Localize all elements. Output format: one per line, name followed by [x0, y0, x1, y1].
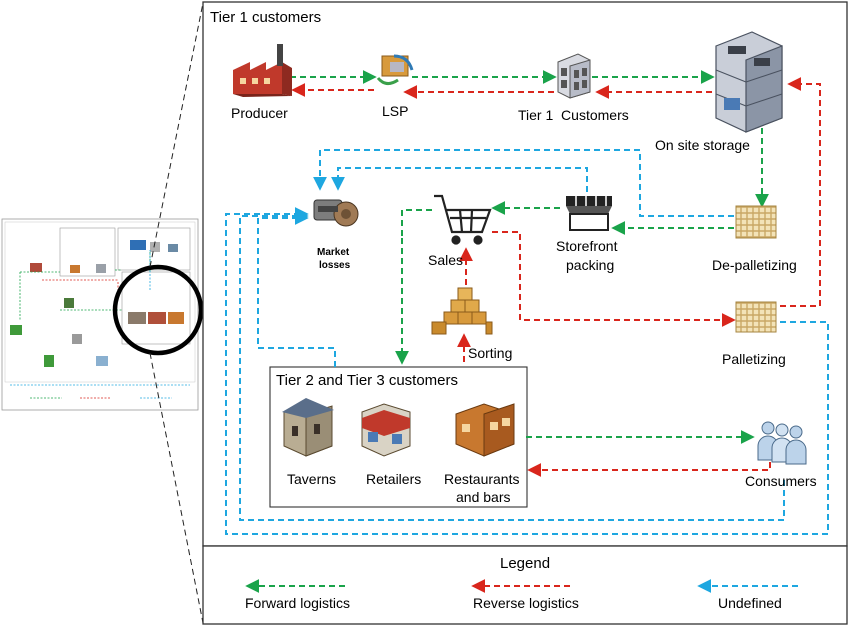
- flow-sales-to-market-losses: [401, 209, 432, 238]
- flow-depalletizing-to-market-losses: [313, 149, 734, 217]
- tier1-title: Tier 1 customers: [210, 9, 321, 26]
- storefront-label-2: packing: [566, 257, 614, 273]
- consumers-label: Consumers: [745, 473, 817, 489]
- market-losses-icon: [313, 199, 359, 227]
- market-losses-label-2: losses: [319, 260, 351, 271]
- flow-tier23-to-market-losses: [257, 211, 336, 367]
- legend-reverse-label: Reverse logistics: [473, 595, 579, 611]
- sorting-label: Sorting: [468, 345, 512, 361]
- zoom-circle: [112, 264, 204, 356]
- market-losses-label-1: Market: [317, 247, 350, 258]
- zoom-line-bottom: [149, 352, 204, 624]
- legend-forward-label: Forward logistics: [245, 595, 350, 611]
- consumers-people-icon: [757, 421, 807, 465]
- overview-thumbnail: [1, 218, 204, 411]
- depalletizing-pallet-icon: [735, 205, 777, 239]
- tier1-customers-label: Tier 1 Customers: [518, 107, 629, 123]
- lsp-label: LSP: [382, 103, 408, 119]
- legend-undefined-label: Undefined: [718, 595, 782, 611]
- storage-building-icon: [715, 31, 783, 133]
- palletizing-label: Palletizing: [722, 351, 786, 367]
- factory-icon: [233, 44, 292, 97]
- on-site-storage-label: On site storage: [655, 137, 750, 153]
- tier1-shop-icon: [557, 53, 591, 99]
- flow-storefront-to-market-losses: [331, 167, 588, 192]
- flow-sales-to-palletizing: [492, 231, 736, 327]
- retailers-label: Retailers: [366, 471, 421, 487]
- producer-label: Producer: [231, 105, 288, 121]
- depalletizing-label: De-palletizing: [712, 257, 797, 273]
- flow-palletizing-to-market-losses: [225, 207, 829, 535]
- tier23-title: Tier 2 and Tier 3 customers: [276, 372, 458, 389]
- lsp-icon: [376, 54, 414, 85]
- restaurants-label-1: Restaurants: [444, 471, 519, 487]
- flow-consumers-to-market-losses: [239, 209, 785, 521]
- sorting-boxes-icon: [431, 287, 493, 335]
- zoom-line-top: [149, 2, 204, 268]
- storefront-icon: [566, 196, 612, 231]
- taverns-label: Taverns: [287, 471, 336, 487]
- legend-title: Legend: [500, 555, 550, 572]
- palletizing-pallet-icon: [735, 301, 777, 333]
- sales-label: Sales: [428, 252, 463, 268]
- storefront-label-1: Storefront: [556, 238, 618, 254]
- restaurants-label-2: and bars: [456, 489, 510, 505]
- flow-palletizing-to-storage: [780, 77, 821, 307]
- retailer-store-icon: [361, 403, 411, 457]
- restaurant-building-icon: [455, 403, 515, 457]
- flow-consumers-to-restaurants: [527, 462, 771, 477]
- shopping-cart-icon: [434, 194, 492, 245]
- tavern-building-icon: [282, 398, 334, 457]
